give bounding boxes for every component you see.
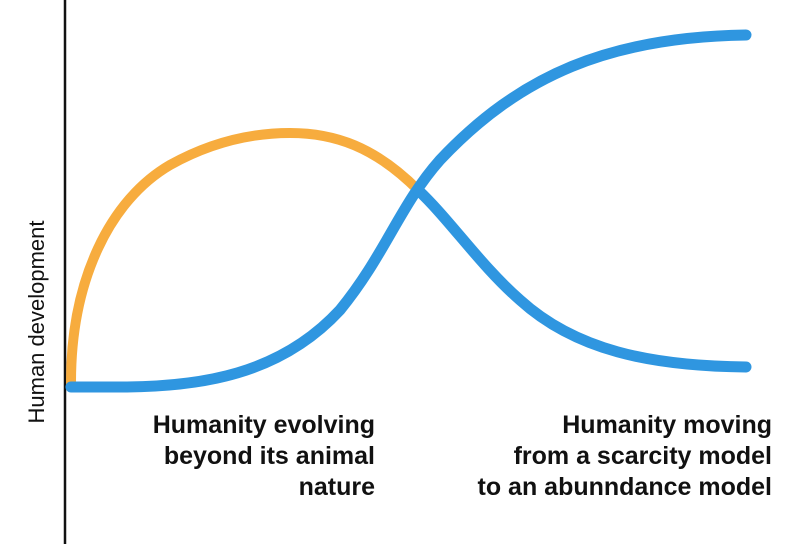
- y-axis-label: Human development: [24, 220, 49, 424]
- caption-left-line-1: Humanity evolving: [152, 411, 375, 439]
- caption-left-line-2: beyond its animal: [163, 442, 375, 470]
- caption-right-line-3: to an abunndance model: [477, 473, 772, 501]
- caption-left-line-3: nature: [298, 473, 375, 501]
- orange-curve: [66, 127, 423, 387]
- caption-left: Humanity evolving beyond its animal natu…: [153, 410, 375, 503]
- caption-right: Humanity moving from a scarcity model to…: [478, 410, 772, 503]
- blue-rising-curve: [65, 29, 752, 393]
- blue-descending-curve: [412, 184, 752, 373]
- caption-right-line-1: Humanity moving: [562, 411, 772, 439]
- caption-right-line-2: from a scarcity model: [513, 442, 772, 470]
